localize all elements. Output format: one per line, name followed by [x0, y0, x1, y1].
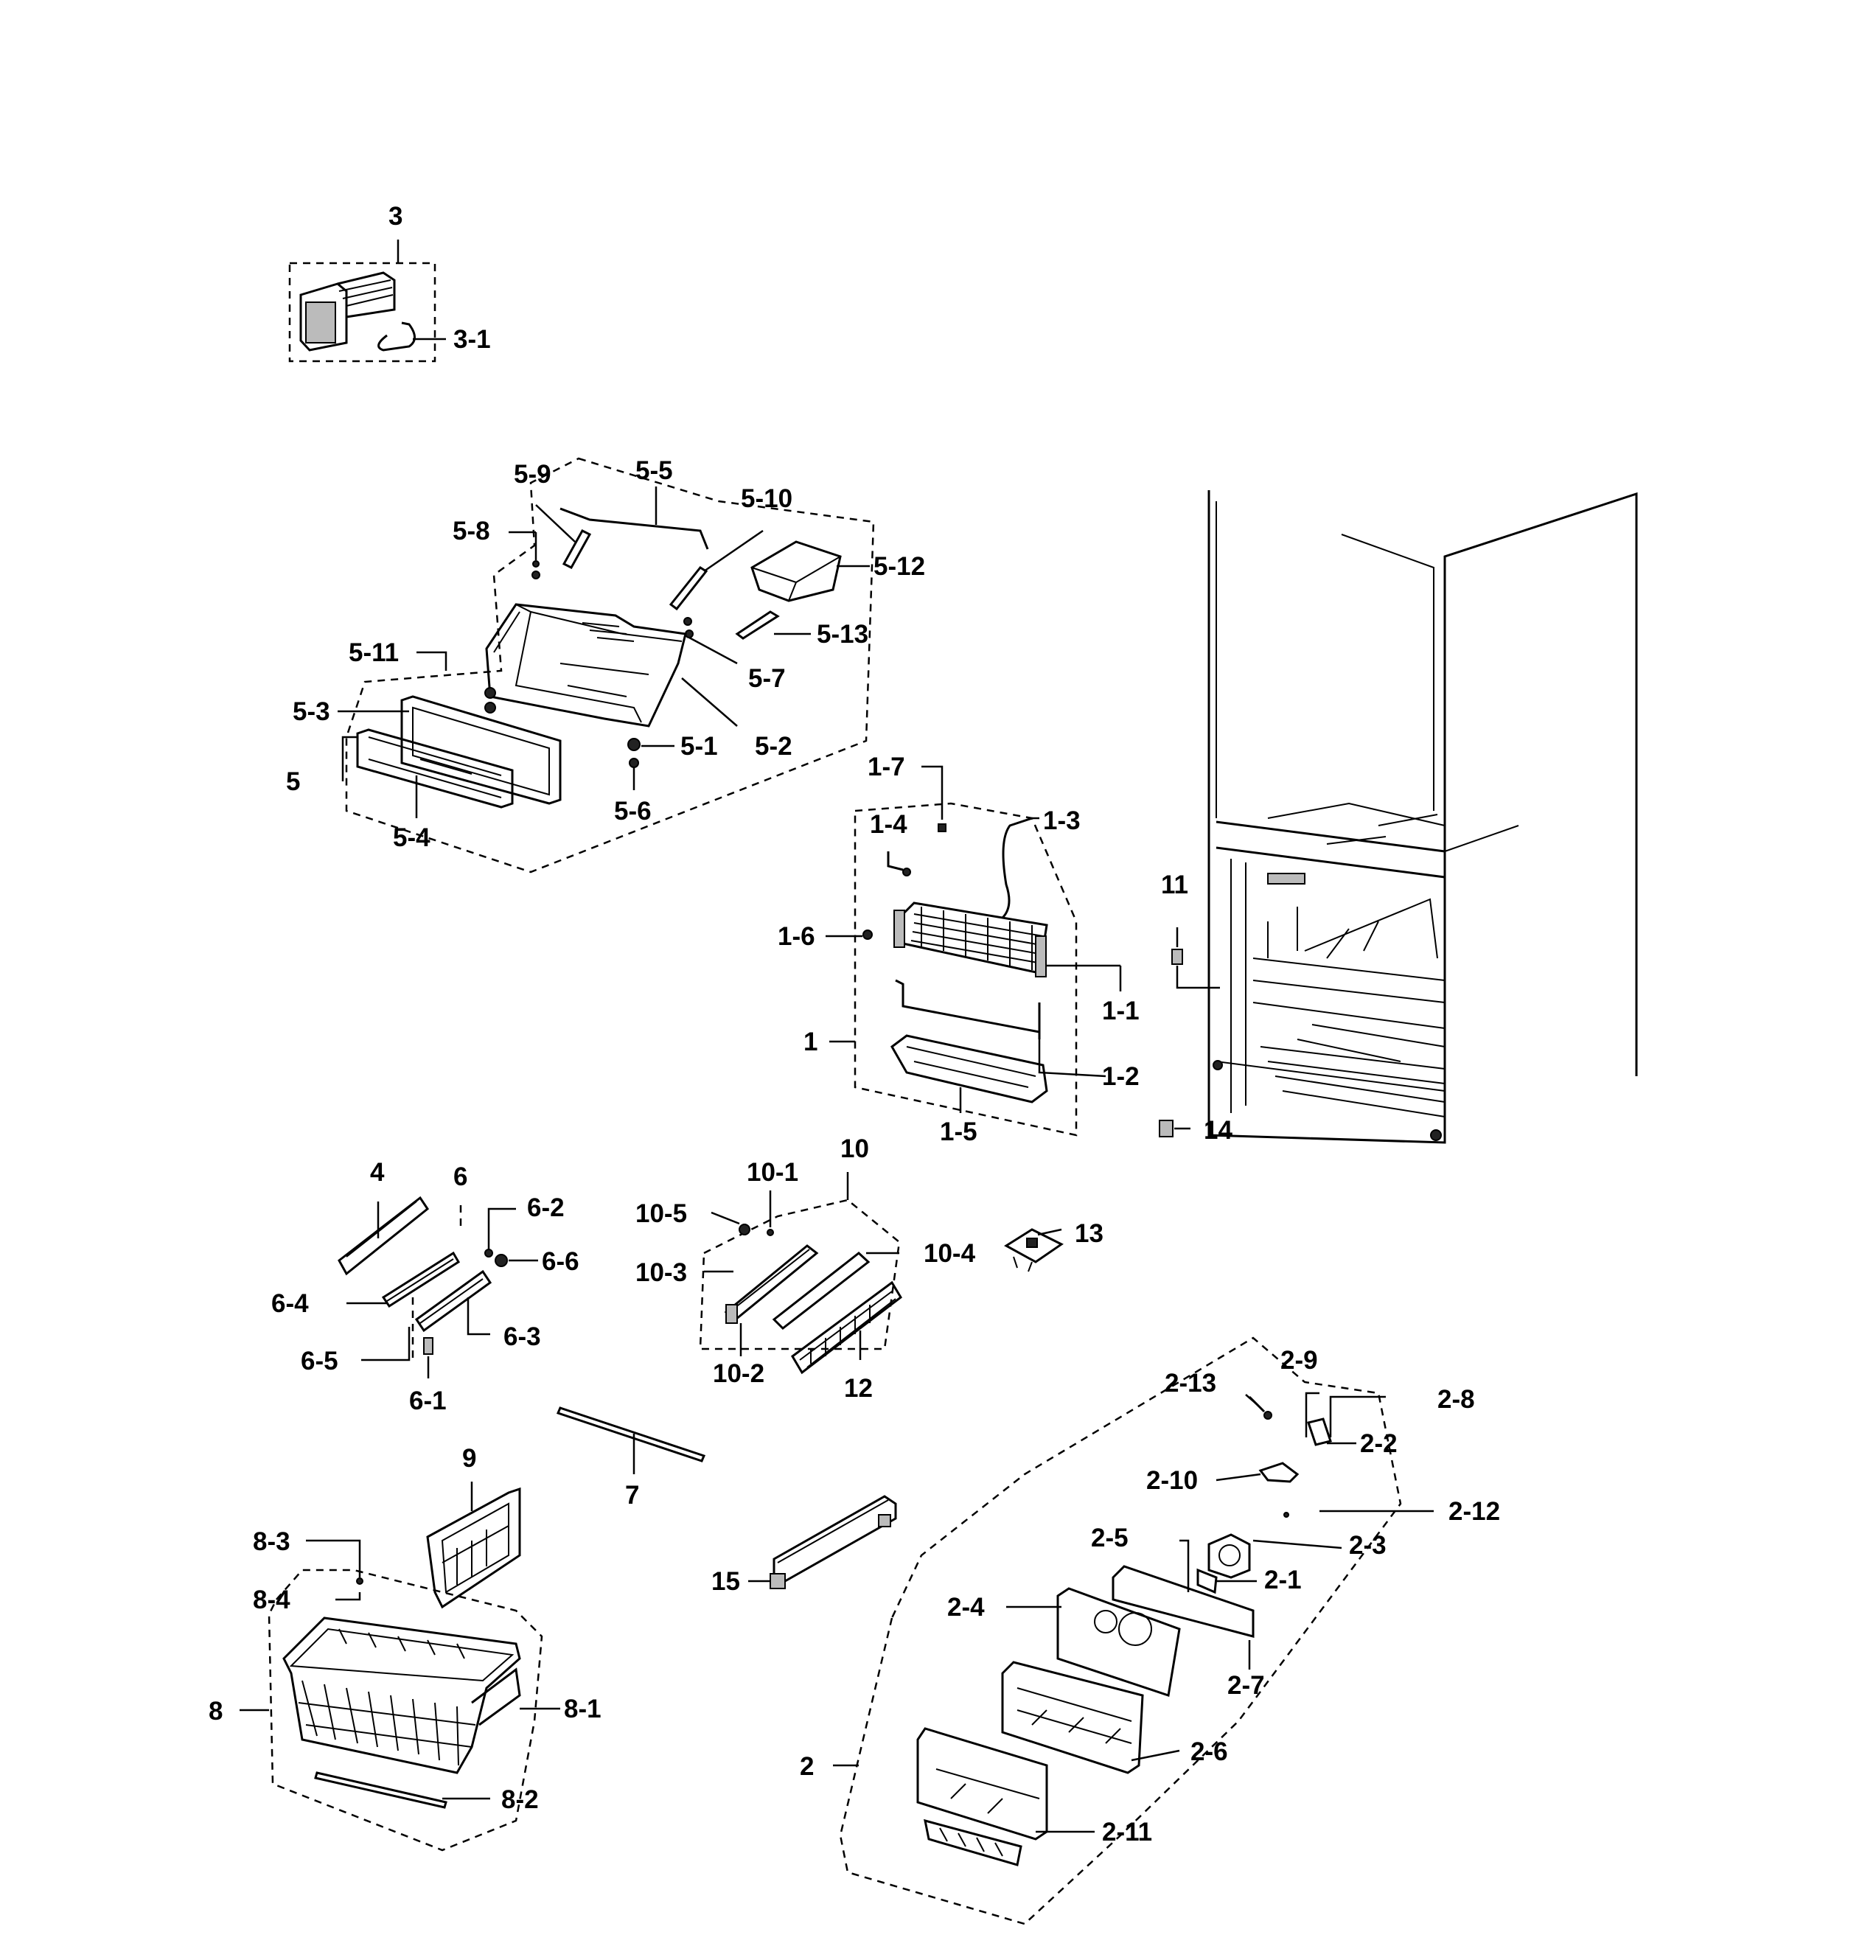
label-6-4: 6-4 — [271, 1289, 309, 1318]
label-5-5: 5-5 — [635, 456, 673, 485]
label-1: 1 — [803, 1028, 817, 1056]
label-5: 5 — [286, 767, 300, 796]
label-2-6: 2-6 — [1190, 1737, 1228, 1766]
label-2-2: 2-2 — [1360, 1429, 1398, 1458]
label-8-1: 8-1 — [564, 1695, 601, 1723]
label-3-1: 3-1 — [453, 325, 491, 354]
label-2-11: 2-11 — [1102, 1818, 1152, 1846]
assembly-10-and-parts-12-13: 10 10-1 10-5 13 10-4 10-3 10-2 12 — [635, 1134, 1103, 1403]
label-5-4: 5-4 — [393, 823, 430, 852]
label-8-4: 8-4 — [253, 1586, 290, 1614]
label-10-2: 10-2 — [713, 1359, 764, 1388]
label-5-1: 5-1 — [680, 732, 718, 761]
label-1-1: 1-1 — [1102, 997, 1140, 1025]
part-7: 7 — [556, 1406, 706, 1510]
part-15: 15 — [711, 1495, 897, 1596]
label-2-10: 2-10 — [1146, 1466, 1198, 1495]
label-5-7: 5-7 — [748, 664, 786, 693]
label-11: 11 — [1161, 871, 1188, 899]
label-1-5: 1-5 — [940, 1117, 977, 1146]
label-2-13: 2-13 — [1165, 1369, 1216, 1398]
label-10-5: 10-5 — [635, 1199, 687, 1228]
label-2-4: 2-4 — [947, 1593, 985, 1622]
label-8: 8 — [209, 1697, 223, 1726]
label-6-5: 6-5 — [301, 1347, 338, 1375]
assembly-5-freezer-drawer: 5-5 5-9 5-10 5-8 5-12 5-13 5-11 5-7 5-3 … — [286, 456, 925, 873]
label-8-3: 8-3 — [253, 1527, 290, 1556]
label-12: 12 — [844, 1374, 873, 1403]
label-10-3: 10-3 — [635, 1258, 687, 1287]
label-5-10: 5-10 — [741, 484, 792, 513]
label-6-1: 6-1 — [409, 1387, 447, 1415]
label-5-8: 5-8 — [453, 517, 490, 545]
label-4: 4 — [370, 1158, 385, 1187]
assembly-2-fan-and-panels: 2-9 2-13 2-8 2-2 2-10 2-12 2-5 2-3 2-1 2… — [800, 1336, 1500, 1925]
label-10-4: 10-4 — [924, 1239, 976, 1268]
label-5-11: 5-11 — [349, 638, 399, 667]
label-5-12: 5-12 — [874, 552, 925, 581]
label-10: 10 — [840, 1134, 869, 1163]
label-3: 3 — [388, 202, 402, 231]
label-1-3: 1-3 — [1043, 806, 1081, 835]
label-2-12: 2-12 — [1448, 1497, 1500, 1526]
label-5-2: 5-2 — [755, 732, 792, 761]
label-2-1: 2-1 — [1264, 1566, 1302, 1594]
part-9: 9 — [426, 1444, 521, 1609]
label-10-1: 10-1 — [747, 1158, 798, 1187]
label-6-2: 6-2 — [527, 1193, 565, 1222]
label-1-6: 1-6 — [778, 922, 815, 951]
label-6: 6 — [453, 1162, 467, 1191]
label-5-9: 5-9 — [514, 460, 551, 489]
label-6-3: 6-3 — [503, 1322, 541, 1351]
label-2: 2 — [800, 1752, 814, 1781]
label-2-8: 2-8 — [1437, 1385, 1475, 1414]
label-1-4: 1-4 — [870, 810, 907, 839]
label-8-2: 8-2 — [501, 1785, 539, 1814]
label-6-6: 6-6 — [542, 1247, 579, 1276]
refrigerator-cabinet: 11 14 — [1159, 490, 1638, 1145]
label-7: 7 — [625, 1481, 639, 1510]
label-5-6: 5-6 — [614, 797, 652, 826]
assembly-1-evaporator: 1-7 1-3 1-4 1-6 1-1 1 1-2 1-5 — [778, 753, 1140, 1146]
label-15: 15 — [711, 1567, 740, 1596]
label-14: 14 — [1204, 1116, 1232, 1145]
label-2-7: 2-7 — [1227, 1671, 1265, 1700]
label-5-3: 5-3 — [293, 697, 330, 726]
label-13: 13 — [1075, 1219, 1103, 1248]
label-2-9: 2-9 — [1280, 1346, 1318, 1375]
label-2-5: 2-5 — [1091, 1524, 1129, 1552]
assembly-3-ice-maker: 3 3-1 — [288, 202, 491, 363]
label-2-3: 2-3 — [1349, 1531, 1387, 1560]
assembly-8-lower-basket: 8-3 8-4 8 8-1 8-2 — [209, 1527, 601, 1852]
label-1-7: 1-7 — [868, 753, 905, 781]
label-5-13: 5-13 — [817, 620, 868, 649]
label-1-2: 1-2 — [1102, 1062, 1140, 1091]
assembly-6-and-part-4: 4 6 6-2 6-6 6-4 6-3 6-5 6-1 — [271, 1158, 579, 1415]
label-9: 9 — [462, 1444, 476, 1473]
